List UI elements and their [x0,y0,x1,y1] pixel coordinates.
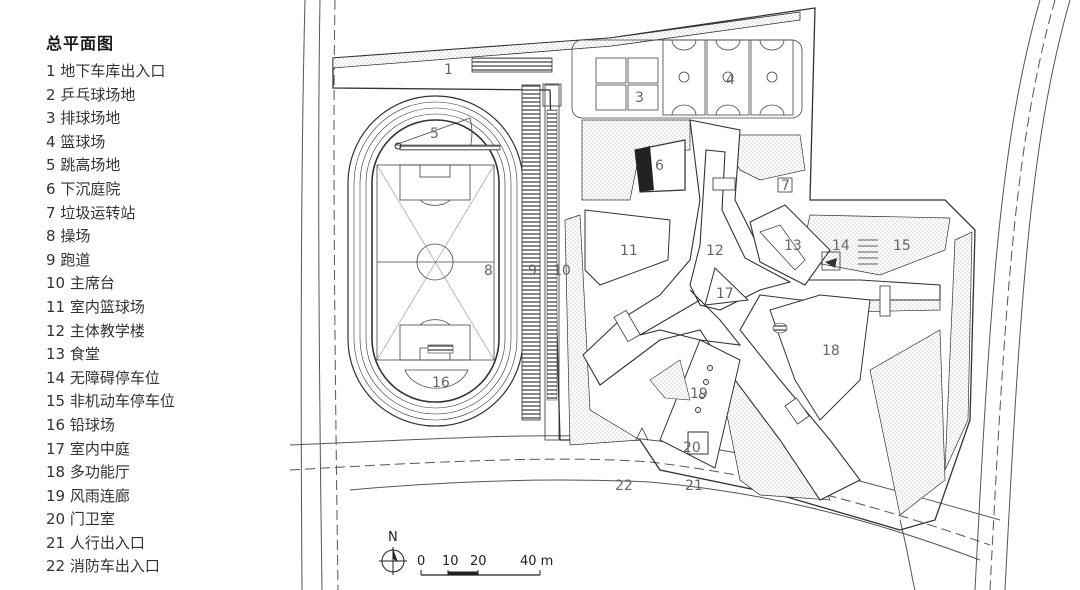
plan-label-5: 5 [430,126,439,142]
scale-tick-40: 40 m [520,554,553,569]
plan-label-20: 20 [683,440,701,456]
scale-tick-0: 0 [417,554,425,569]
legend-item: 21 人行出入口 [46,533,145,552]
legend-item: 15 非机动车停车位 [46,392,175,411]
main-stand [521,83,562,441]
plan-label-6: 6 [655,158,664,174]
legend-item: 9 跑道 [46,250,91,269]
site-plan: 1 3 4 5 6 7 8 9 10 11 12 13 14 15 16 17 … [289,0,1071,590]
plan-label-22: 22 [615,478,633,494]
legend-item: 8 操场 [46,227,91,246]
legend-item: 4 篮球场 [46,132,106,151]
legend-item: 14 无障碍停车位 [46,368,160,387]
plan-label-13: 13 [784,238,802,254]
plan-label-16: 16 [432,375,450,391]
legend-item: 20 门卫室 [46,510,115,529]
legend-item: 22 消防车出入口 [46,557,160,576]
main-building [582,119,941,501]
legend-item: 6 下沉庭院 [46,179,121,198]
plan-label-10: 10 [553,263,571,279]
legend: 总平面图 1 地下车库出入口 2 乒乓球场地 3 排球场地 4 篮球场 5 跳高… [46,30,276,579]
plan-label-4: 4 [726,72,735,88]
legend-item: 17 室内中庭 [46,439,130,458]
scale-tick-10: 10 [442,554,459,569]
legend-item: 3 排球场地 [46,109,121,128]
plan-label-12: 12 [706,243,724,259]
scale-tick-20: 20 [470,554,487,569]
legend-item: 19 风雨连廊 [46,486,130,505]
plan-label-18: 18 [822,343,840,359]
plan-labels: 1 3 4 5 6 7 8 9 10 11 12 13 14 15 16 17 … [430,62,911,494]
plan-label-17: 17 [716,286,734,302]
plan-label-15: 15 [893,238,911,254]
landscape [564,119,973,516]
roads [289,0,1071,590]
legend-title: 总平面图 [46,34,115,53]
plan-label-21: 21 [685,478,703,494]
plan-label-1: 1 [444,62,453,78]
legend-item: 16 铅球场 [46,415,115,434]
covered-corridor [659,339,741,469]
plan-label-11: 11 [620,243,638,259]
legend-list: 1 地下车库出入口 2 乒乓球场地 3 排球场地 4 篮球场 5 跳高场地 6 … [46,60,276,579]
plan-label-3: 3 [635,90,644,106]
legend-item: 18 多功能厅 [46,463,130,482]
scale-bar [379,547,541,576]
legend-item: 2 乒乓球场地 [46,85,136,104]
plan-label-14: 14 [832,238,850,254]
plan-label-7: 7 [781,178,790,194]
running-track [347,95,524,427]
plan-label-9: 9 [528,263,537,279]
plan-label-19: 19 [690,386,708,402]
sports-courts [571,39,803,119]
legend-item: 7 垃圾运转站 [46,203,136,222]
legend-item: 5 跳高场地 [46,156,121,175]
north-label: N [388,530,398,545]
plan-label-8: 8 [484,263,493,279]
legend-item: 12 主体教学楼 [46,321,145,340]
legend-item: 1 地下车库出入口 [46,62,166,80]
legend-item: 10 主席台 [46,274,115,293]
football-field [376,164,495,361]
legend-item: 13 食堂 [46,345,100,364]
legend-item: 11 室内篮球场 [46,297,145,316]
